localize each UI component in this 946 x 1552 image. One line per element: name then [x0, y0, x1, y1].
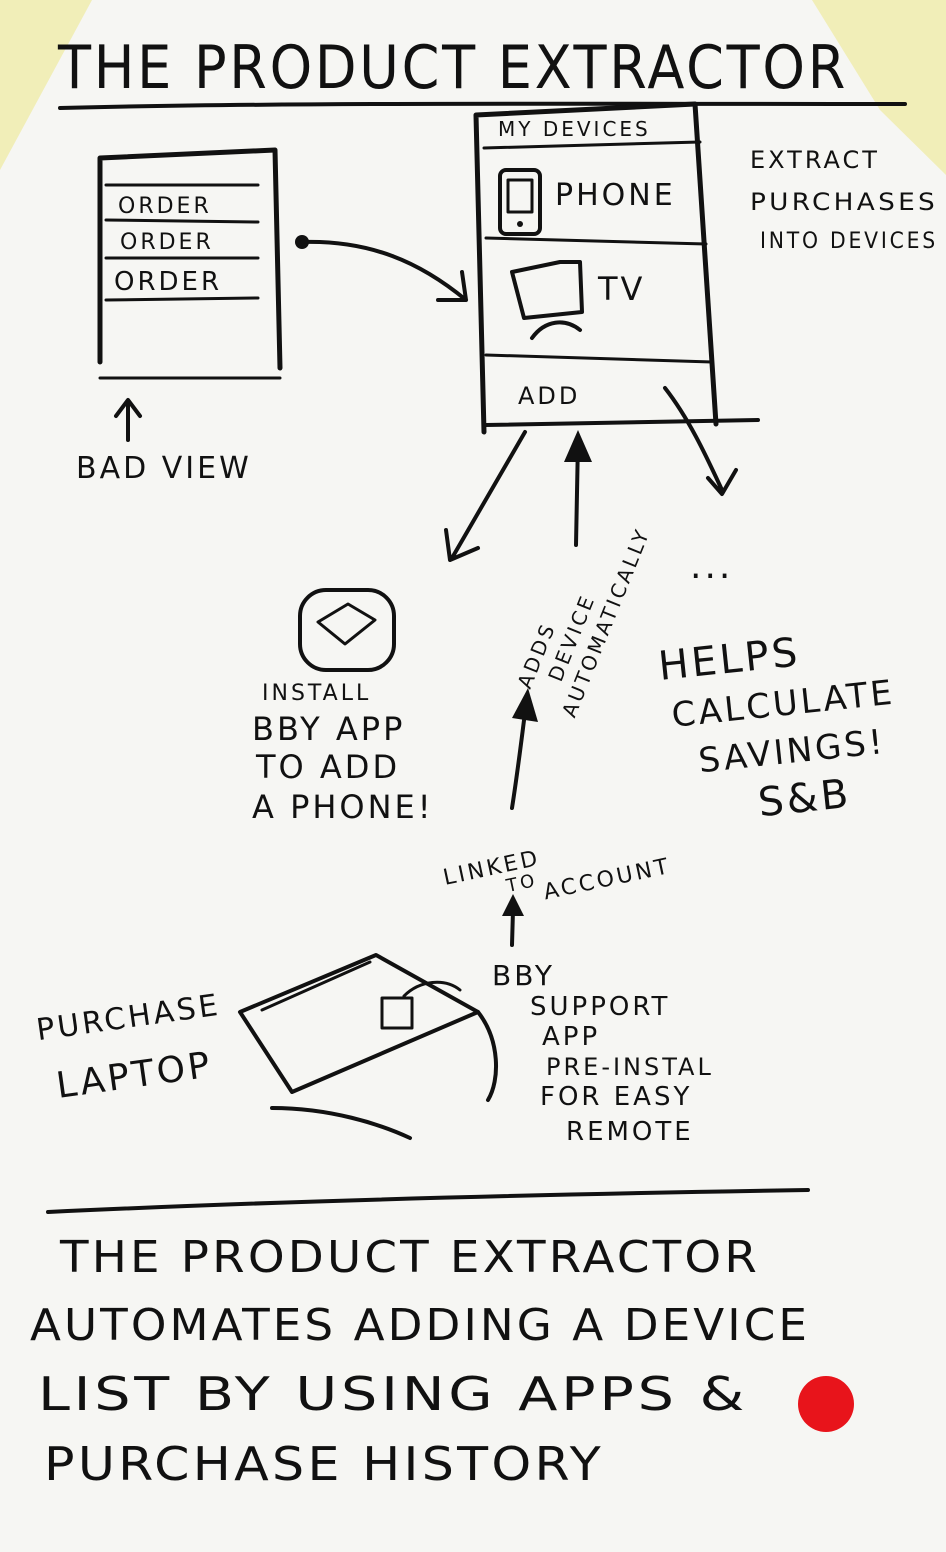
arrowhead-adds [564, 430, 592, 462]
laptop-note: PURCHASE LAPTOP [34, 988, 223, 1107]
laptop-note-line-2: LAPTOP [54, 1044, 215, 1106]
app-install-icon [298, 588, 396, 672]
side-note-line-1: EXTRACT [750, 146, 880, 174]
order-row-2: ORDER [120, 230, 214, 255]
arrow-to-install [444, 430, 527, 562]
summary-line-4: PURCHASE HISTORY [44, 1437, 604, 1491]
laptop-icon [238, 953, 498, 1140]
device-phone-label: PHONE [555, 178, 676, 213]
support-note-line-1: BBY [492, 959, 555, 992]
support-note-line-2: SUPPORT [530, 992, 670, 1022]
helps-note-line-1: HELPS [656, 629, 802, 690]
laptop-note-line-1: PURCHASE [34, 988, 223, 1048]
tape-top-left [0, 0, 92, 170]
side-note-line-3: INTO DEVICES [760, 229, 938, 254]
red-dot-sticker [798, 1376, 854, 1432]
arrowhead-support [502, 894, 524, 916]
support-note-line-5: FOR EASY [540, 1082, 692, 1112]
tv-icon [510, 260, 584, 340]
page-title: THE PRODUCT EXTRACTOR [57, 33, 848, 103]
summary-line-1: THE PRODUCT EXTRACTOR [59, 1232, 760, 1283]
helps-note: HELPS CALCULATE SAVINGS! S&B [656, 629, 897, 826]
order-row-3: ORDER [114, 267, 222, 297]
bad-view-caption: BAD VIEW [76, 451, 252, 486]
adds-note: ADDS DEVICE AUTOMATICALLY [512, 524, 654, 721]
arrow-to-more [663, 386, 738, 496]
side-note-line-2: PURCHASES [750, 188, 938, 216]
connector-arrow [300, 239, 468, 302]
helps-note-line-4: S&B [756, 771, 853, 826]
support-note-line-6: REMOTE [566, 1117, 694, 1147]
device-tv-label: TV [597, 270, 645, 308]
support-note-line-3: APP [542, 1022, 600, 1052]
up-arrow-icon [114, 398, 142, 442]
linked-note-line-3: ACCOUNT [541, 854, 673, 905]
install-note-line-4: A PHONE! [252, 788, 434, 826]
ellipsis-text: ... [690, 546, 733, 587]
helps-note-line-3: SAVINGS! [697, 722, 888, 781]
order-row-1: ORDER [118, 194, 212, 219]
install-note-line-2: BBY APP [252, 710, 405, 748]
add-device-label: ADD [518, 382, 580, 410]
install-note-line-3: TO ADD [255, 748, 400, 786]
phone-icon [498, 168, 542, 236]
arrowhead-linked [512, 688, 538, 722]
section-divider [46, 1188, 810, 1214]
summary-line-3: LIST BY USING APPS & [38, 1367, 748, 1421]
install-note-line-1: INSTALL [262, 681, 371, 706]
summary-line-2: AUTOMATES ADDING A DEVICE [30, 1300, 810, 1351]
linked-note: LINKED TO ACCOUNT [441, 846, 673, 905]
arrow-linked-to-adds [510, 703, 528, 810]
orders-panel: ORDER ORDER ORDER [97, 147, 283, 380]
support-note-line-4: PRE-INSTAL [546, 1053, 714, 1081]
title-underline [58, 101, 907, 110]
devices-panel: MY DEVICES PHONE TV ADD [473, 101, 760, 435]
tape-top-right [812, 0, 946, 175]
devices-header: MY DEVICES [498, 117, 651, 141]
